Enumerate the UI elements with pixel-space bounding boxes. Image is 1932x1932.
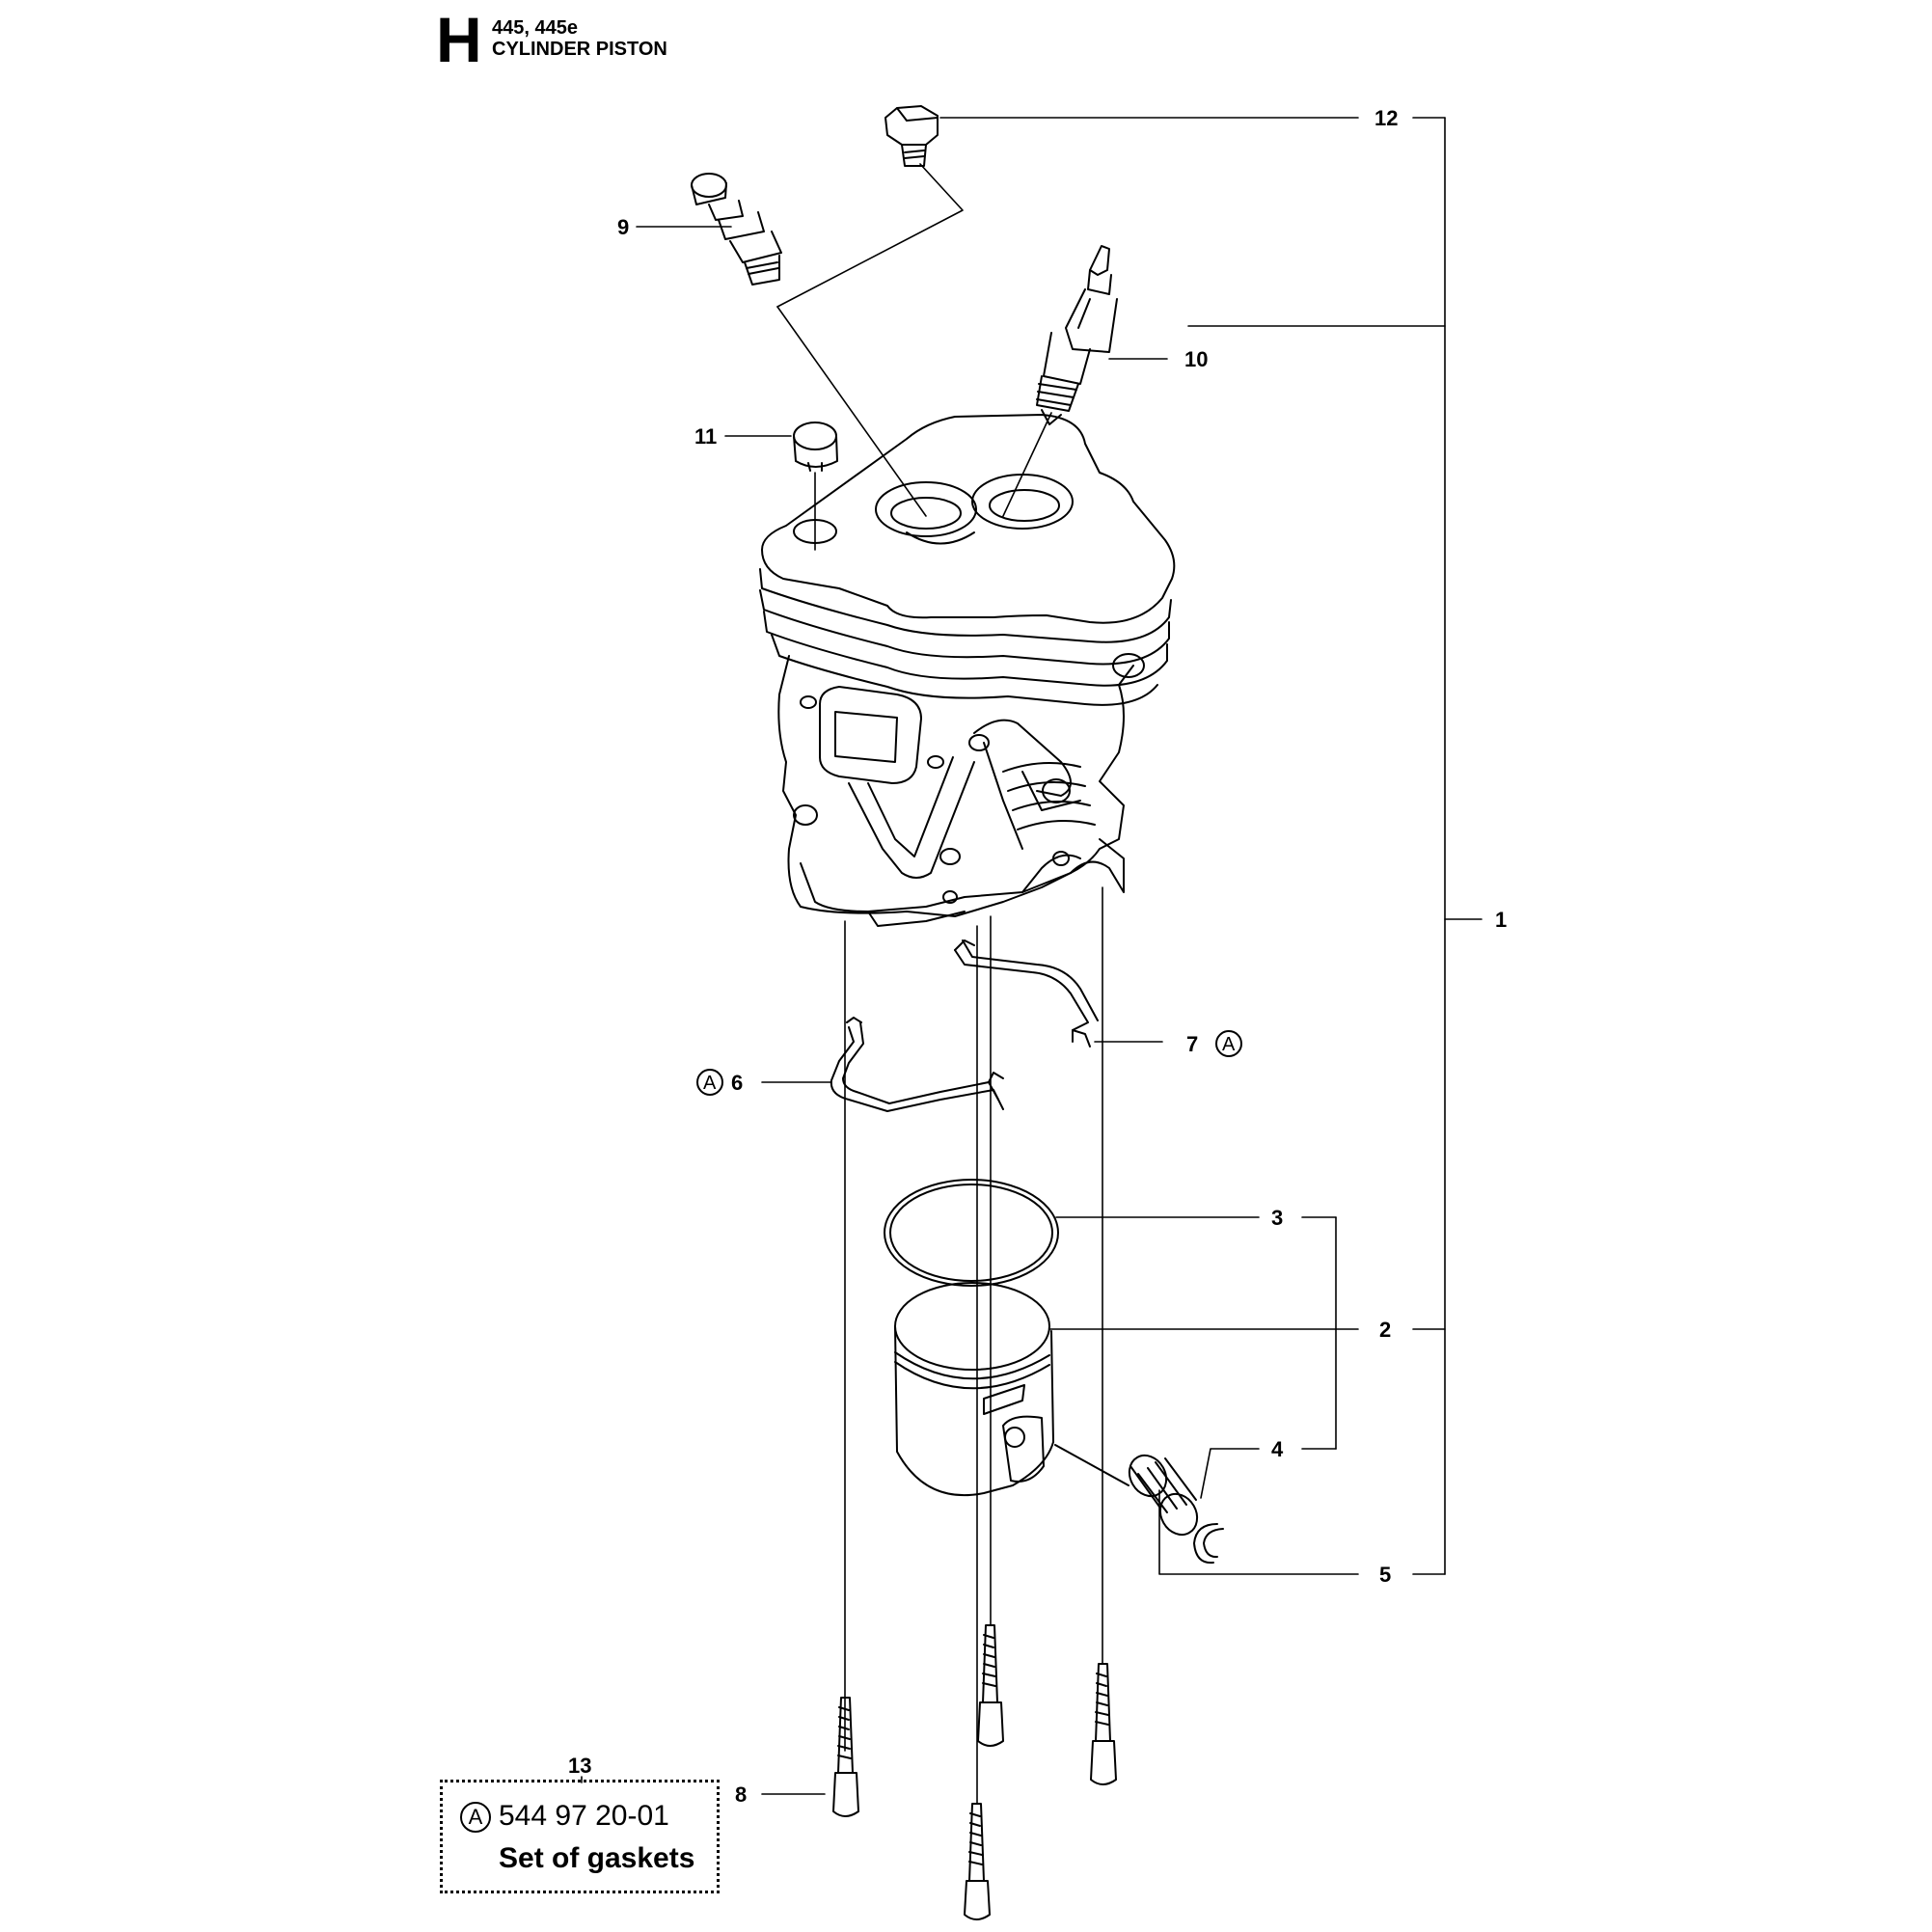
leader-lines	[581, 117, 1483, 1805]
callout-11: 11	[694, 424, 717, 449]
marker-circle-7	[1215, 1030, 1242, 1057]
bolt-part-8-a	[832, 1697, 859, 1817]
callout-6: 6	[731, 1071, 743, 1095]
marker-circle-6	[696, 1069, 723, 1096]
callout-10: 10	[1184, 347, 1208, 371]
cylinder-part-1	[759, 414, 1176, 927]
callout-8: 8	[735, 1782, 747, 1807]
needle-bearing-part-4	[1054, 1444, 1199, 1537]
piston-ring-part-3	[884, 1179, 1059, 1287]
bolt-part-8-c	[1090, 1663, 1117, 1785]
page-title: CYLINDER PISTON	[492, 39, 667, 60]
piston-part-2	[894, 1282, 1054, 1497]
callout-4: 4	[1271, 1437, 1284, 1461]
callout-labels: 1 2 3 4 5 6 A 7 A 8 9 10 11 12	[617, 106, 1507, 1807]
circlip-part-5	[1193, 1523, 1224, 1565]
callout-2: 2	[1379, 1318, 1391, 1342]
plug-part-12	[884, 105, 939, 167]
callout-9: 9	[617, 215, 629, 239]
model-label: 445, 445e	[492, 17, 578, 39]
section-letter: H	[436, 4, 482, 75]
callout-1: 1	[1495, 908, 1507, 932]
decompression-valve-part-9	[691, 173, 782, 286]
gasket-part-7	[954, 939, 1099, 1048]
kit-part-number: 544 97 20-01	[499, 1800, 669, 1832]
callout-5: 5	[1379, 1563, 1391, 1587]
callout-7: 7	[1186, 1032, 1198, 1056]
gasket-part-6	[830, 1017, 1004, 1112]
marker-7: A	[1222, 1034, 1236, 1055]
kit-marker: A	[460, 1802, 491, 1834]
cap-part-11	[793, 422, 838, 472]
bolt-part-8-b	[977, 1624, 1004, 1747]
callout-3: 3	[1271, 1206, 1283, 1230]
bolt-part-8-d	[964, 1803, 991, 1920]
callout-12: 12	[1374, 106, 1398, 130]
kit-description: Set of gaskets	[499, 1842, 695, 1874]
spark-plug-part-10	[1036, 245, 1118, 425]
marker-6: A	[703, 1073, 717, 1094]
kit-callout: 13	[568, 1754, 592, 1778]
